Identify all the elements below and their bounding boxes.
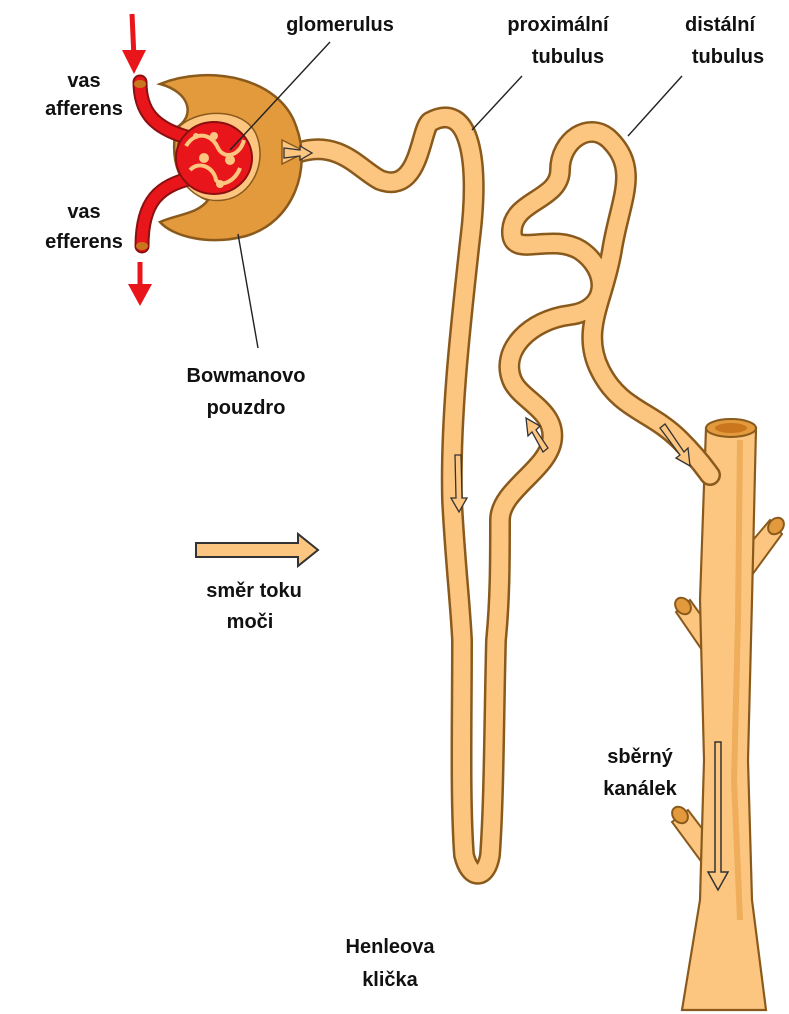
- label-bowman-line2: pouzdro: [207, 397, 286, 419]
- distal-leader-line: [628, 76, 682, 136]
- glomerulus: [176, 122, 252, 194]
- label-henle-line2: klička: [362, 969, 418, 991]
- proximal-leader-line: [472, 76, 522, 130]
- label-collecting-line2: kanálek: [603, 778, 677, 800]
- collecting-duct: [669, 419, 787, 1010]
- afferent-flow-arrow-icon: [122, 14, 146, 74]
- efferent-flow-arrow-icon: [128, 262, 152, 306]
- label-henle-line1: Henleova: [346, 936, 436, 958]
- label-legend-line2: moči: [227, 611, 274, 633]
- label-efferens-line2: efferens: [45, 231, 123, 253]
- label-afferens-line1: vas: [67, 70, 100, 92]
- label-distal-line2: tubulus: [692, 46, 764, 68]
- label-glomerulus: glomerulus: [286, 14, 394, 36]
- label-proximal-line1: proximální: [507, 14, 610, 36]
- bowman-leader-line: [238, 234, 258, 348]
- label-collecting-line1: sběrný: [607, 746, 673, 768]
- label-efferens-line1: vas: [67, 201, 100, 223]
- label-proximal-line2: tubulus: [532, 46, 604, 68]
- label-distal-line1: distální: [685, 14, 756, 36]
- label-afferens-line2: afferens: [45, 98, 123, 120]
- label-legend-line1: směr toku: [206, 580, 302, 602]
- legend-flow-arrow-icon: [196, 534, 318, 566]
- label-bowman-line1: Bowmanovo: [187, 365, 306, 387]
